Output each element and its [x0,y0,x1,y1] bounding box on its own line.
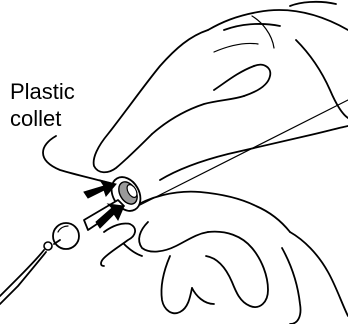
probe-ball-icon [53,223,79,249]
lower-hand [101,192,348,324]
arrow-icon [84,180,116,198]
upper-hand [94,2,348,180]
cable [0,240,60,304]
probe-shaft-line [138,100,348,206]
